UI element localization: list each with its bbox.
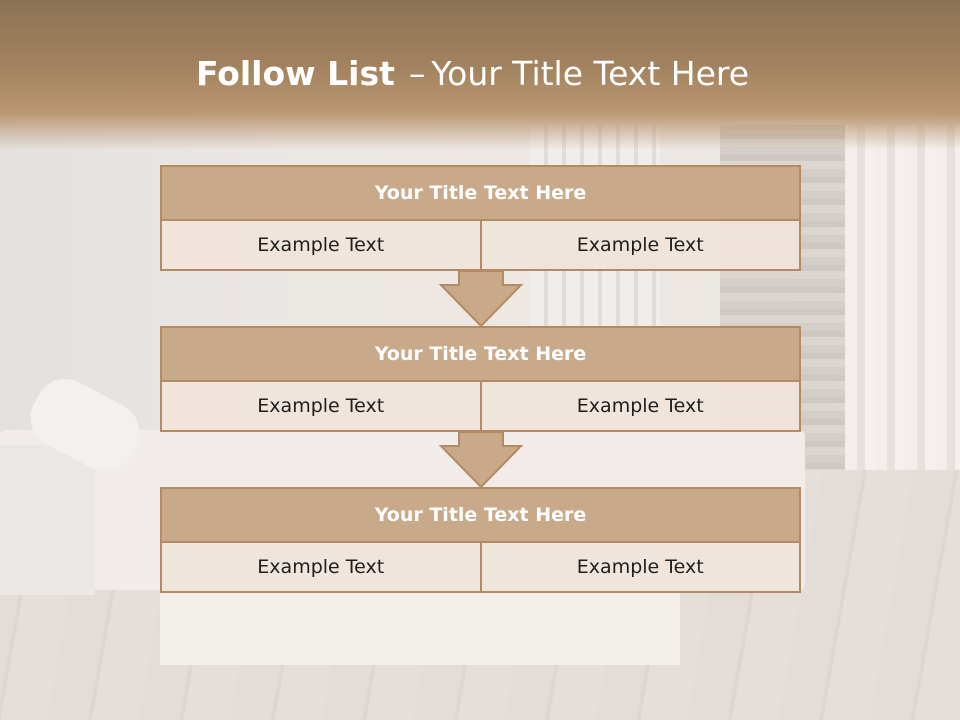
step-block-3: Your Title Text Here Example Text Exampl… bbox=[160, 487, 801, 593]
down-arrow-icon bbox=[438, 431, 524, 489]
step-cell-left: Example Text bbox=[160, 543, 482, 593]
step-heading: Your Title Text Here bbox=[160, 165, 801, 221]
step-cell-right: Example Text bbox=[481, 382, 801, 432]
slide-title-bold: Follow List bbox=[195, 54, 395, 93]
slide-title: Follow List–Your Title Text Here bbox=[0, 54, 945, 93]
step-heading: Your Title Text Here bbox=[160, 487, 801, 543]
background-curtain bbox=[845, 125, 960, 485]
step-cell-left: Example Text bbox=[160, 382, 482, 432]
step-heading: Your Title Text Here bbox=[160, 326, 801, 382]
slide-title-rest: Your Title Text Here bbox=[431, 54, 750, 93]
slide-title-dash: – bbox=[408, 54, 426, 93]
step-block-2: Your Title Text Here Example Text Exampl… bbox=[160, 326, 801, 432]
step-cell-right: Example Text bbox=[481, 543, 801, 593]
step-cell-left: Example Text bbox=[160, 221, 482, 271]
background-sofa-arm bbox=[0, 445, 95, 595]
step-row: Example Text Example Text bbox=[160, 543, 801, 593]
step-row: Example Text Example Text bbox=[160, 221, 801, 271]
down-arrow-icon bbox=[438, 270, 524, 328]
step-row: Example Text Example Text bbox=[160, 382, 801, 432]
title-band bbox=[0, 0, 960, 150]
step-cell-right: Example Text bbox=[481, 221, 801, 271]
background-coffee-table bbox=[160, 590, 680, 665]
step-block-1: Your Title Text Here Example Text Exampl… bbox=[160, 165, 801, 271]
